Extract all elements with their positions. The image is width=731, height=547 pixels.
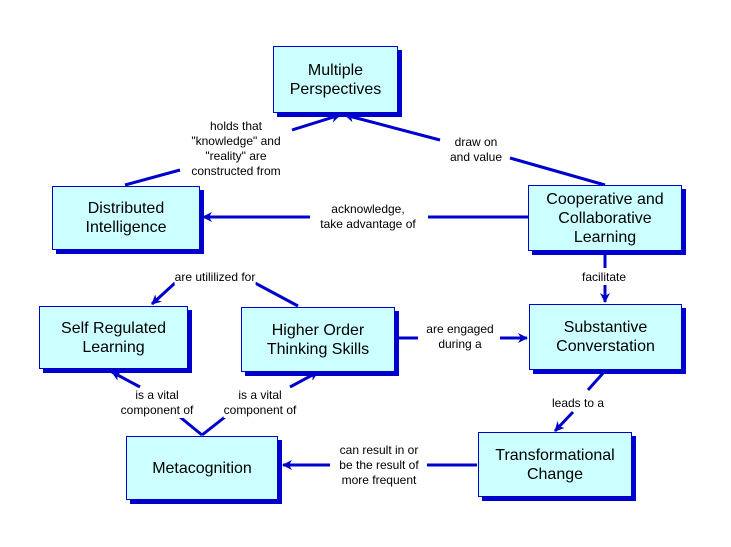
link-meta-stem-l: [179, 415, 203, 437]
link-label-acknowledge: acknowledge, take advantage of: [320, 202, 416, 232]
link-meta-stem-r: [201, 415, 226, 437]
link-sc-to-tc-a: [586, 371, 606, 391]
link-di-to-hots: [254, 281, 299, 308]
link-sc-to-tc-b: [553, 410, 575, 433]
link-label-draw-on: draw on and value: [449, 135, 503, 165]
link-label-utilized-for: are utililized for: [174, 270, 256, 285]
node-multiple-perspectives[interactable]: Multiple Perspectives: [273, 46, 398, 113]
link-label-leads-to: leads to a: [551, 396, 605, 411]
link-di-to-mp-b: [291, 112, 341, 132]
link-meta-to-srl: [111, 370, 141, 389]
node-substantive-conversation[interactable]: Substantive Converstation: [529, 304, 682, 370]
node-distributed-intelligence[interactable]: Distributed Intelligence: [52, 186, 200, 250]
node-higher-order-thinking[interactable]: Higher Order Thinking Skills: [241, 307, 395, 372]
link-label-can-result: can result in or be the result of more f…: [339, 443, 419, 488]
link-di-to-srl: [150, 281, 177, 306]
link-coop-to-mp-b: [344, 112, 441, 142]
link-di-to-mp-a: [124, 168, 181, 187]
link-label-vital-component-2: is a vital component of: [223, 388, 297, 418]
link-label-vital-component-1: is a vital component of: [120, 388, 194, 418]
link-label-facilitate: facilitate: [581, 270, 627, 285]
node-self-regulated-learning[interactable]: Self Regulated Learning: [39, 306, 188, 369]
link-coop-to-mp-a: [509, 156, 606, 187]
link-meta-to-hots: [289, 370, 319, 389]
node-metacognition[interactable]: Metacognition: [126, 436, 278, 500]
link-label-holds-that: holds that "knowledge" and "reality" are…: [191, 119, 281, 179]
node-cooperative-learning[interactable]: Cooperative and Collaborative Learning: [528, 185, 682, 251]
node-transformational-change[interactable]: Transformational Change: [478, 432, 632, 497]
link-label-engaged-during: are engaged during a: [426, 322, 494, 352]
